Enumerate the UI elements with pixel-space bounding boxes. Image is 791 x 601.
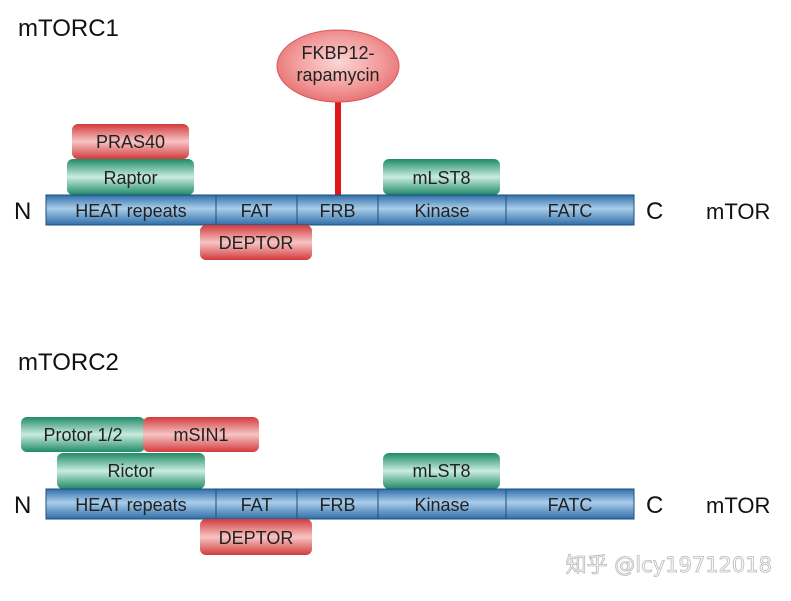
mlst8-box (383, 159, 500, 195)
domain-heat-repeats: HEAT repeats (75, 201, 186, 221)
rictor-box (57, 453, 205, 489)
mlst8-box (383, 453, 500, 489)
fkbp12-rapamycin-bubble (276, 29, 400, 103)
mlst8-label: mLST8 (412, 168, 470, 188)
msin1-label: mSIN1 (173, 425, 228, 445)
raptor-label: Raptor (103, 168, 157, 188)
domain-kinase: Kinase (414, 201, 469, 221)
mtorc2-title: mTORC2 (18, 349, 119, 376)
rapamycin-stem (335, 100, 341, 197)
mtor-domain-bar: HEAT repeats FAT FRB Kinase FATC (45, 194, 635, 226)
mtor-label: mTOR (706, 199, 770, 224)
deptor-box (200, 519, 312, 555)
domain-fat: FAT (241, 201, 273, 221)
domain-kinase: Kinase (414, 495, 469, 515)
fkbp12-label: FKBP12- (301, 43, 374, 63)
rapamycin-label: rapamycin (296, 65, 379, 85)
mtorc1-complex: mTORC1 FKBP12- rapamycin PRAS40 Raptor m… (14, 15, 770, 260)
domain-frb: FRB (320, 201, 356, 221)
mlst8-label: mLST8 (412, 461, 470, 481)
protor-label: Protor 1/2 (43, 425, 122, 445)
domain-fatc: FATC (548, 201, 593, 221)
c-terminus-label: C (646, 198, 663, 225)
n-terminus-label: N (14, 198, 31, 225)
domain-heat-repeats: HEAT repeats (75, 495, 186, 515)
watermark-text: 知乎 @lcy19712018 (566, 553, 772, 577)
pras40-label: PRAS40 (96, 132, 165, 152)
msin1-box (143, 417, 259, 452)
mtor-label: mTOR (706, 493, 770, 518)
mtor-domain-bar: HEAT repeats FAT FRB Kinase FATC (45, 488, 635, 520)
raptor-box (67, 159, 194, 195)
n-terminus-label: N (14, 492, 31, 519)
deptor-label: DEPTOR (219, 528, 294, 548)
c-terminus-label: C (646, 492, 663, 519)
domain-frb: FRB (320, 495, 356, 515)
mtor-bar (45, 488, 635, 520)
mtor-bar (45, 194, 635, 226)
rictor-label: Rictor (107, 461, 154, 481)
deptor-label: DEPTOR (219, 233, 294, 253)
pras40-box (72, 124, 189, 159)
protor-box (21, 417, 145, 452)
domain-fat: FAT (241, 495, 273, 515)
mtorc1-title: mTORC1 (18, 15, 119, 42)
domain-fatc: FATC (548, 495, 593, 515)
mtorc2-complex: mTORC2 Protor 1/2 mSIN1 Rictor mLST8 HEA… (14, 349, 770, 555)
deptor-box (200, 225, 312, 260)
